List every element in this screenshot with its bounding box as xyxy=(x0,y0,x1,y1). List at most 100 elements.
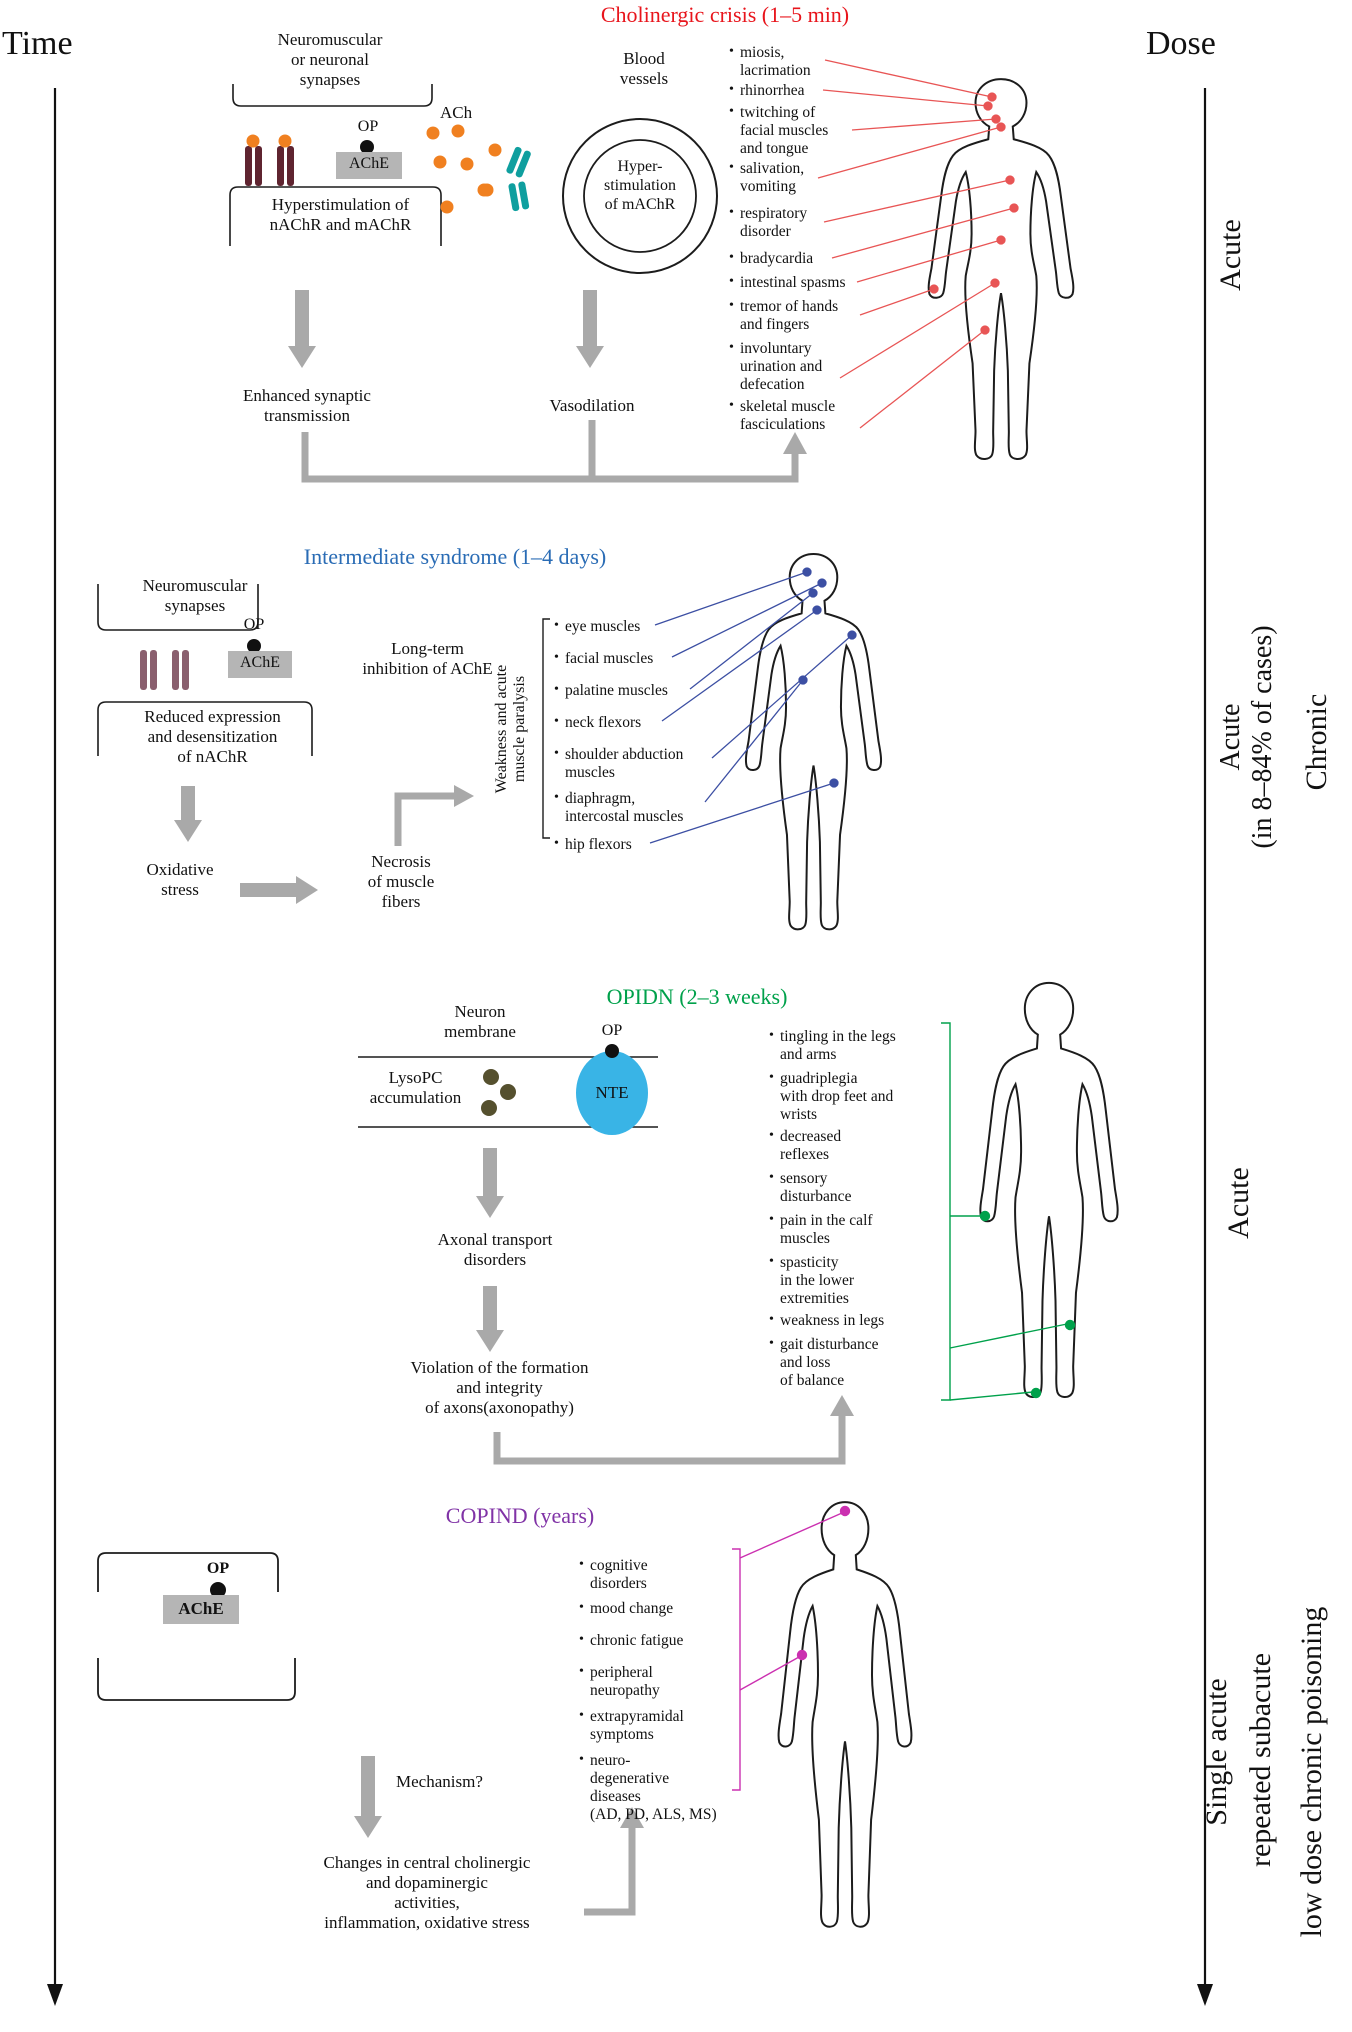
s2-symptom-item: hip flexors xyxy=(553,836,703,854)
s1-machr-label: Hyper- stimulation of mAChR xyxy=(604,158,676,213)
s4-block-arrow xyxy=(354,1756,382,1838)
s2-longterm-label: Long-term inhibition of AChE xyxy=(362,639,493,679)
s4-symptom-item: cognitive disorders xyxy=(578,1557,738,1593)
s3-op-molecule xyxy=(605,1044,619,1058)
s3-axonal-label: Axonal transport disorders xyxy=(437,1230,553,1270)
s2-synapses-label: Neuromuscular synapses xyxy=(142,576,248,616)
s3-symptom-item: weakness in legs xyxy=(768,1312,923,1330)
s3-nte-protein xyxy=(576,1051,648,1135)
s2-oxidative-label: Oxidative stress xyxy=(146,860,214,900)
body-figure-opidn xyxy=(979,981,1119,1399)
s3-lysopc-molecules xyxy=(481,1069,516,1116)
time-axis-arrow xyxy=(47,88,63,2006)
s2-symptom-item: eye muscles xyxy=(553,618,703,636)
s1-synapse-brackets xyxy=(229,84,442,246)
s2-symptom-item: facial muscles xyxy=(553,650,703,668)
s1-symptom-item: intestinal spasms xyxy=(728,274,878,292)
s2-ache-box xyxy=(228,651,292,678)
body-figure-cholinergic xyxy=(927,78,1075,461)
s1-nachr-receptors xyxy=(245,146,294,186)
s2-reduced-label: Reduced expression and desensitization o… xyxy=(144,707,281,767)
s3-symptom-item: decreased reflexes xyxy=(768,1128,923,1164)
s1-blood-vessels-label: Blood vessels xyxy=(619,49,669,89)
s2-nachr-receptors xyxy=(140,650,189,690)
s3-symptom-item: pain in the calf muscles xyxy=(768,1212,923,1248)
s1-title: Cholinergic crisis (1–5 min) xyxy=(600,2,850,27)
s1-ache-box xyxy=(336,152,402,179)
s4-symptom-item: chronic fatigue xyxy=(578,1632,738,1650)
s2-synapse-brackets xyxy=(97,584,313,756)
s4-mechanism-label: Mechanism? xyxy=(396,1772,483,1791)
s2-weakness-axis-label: Weakness and acute muscle paralysis xyxy=(493,664,529,794)
s3-title: OPIDN (2–3 weeks) xyxy=(606,984,788,1009)
s3-connector-arrow xyxy=(493,1395,854,1465)
s1-vasodilation-label: Vasodilation xyxy=(549,396,635,415)
s2-block-arrows xyxy=(174,786,318,904)
s4-ache-box xyxy=(163,1595,239,1624)
s1-blood-vessel xyxy=(562,118,718,274)
s1-ach-molecules xyxy=(246,124,502,214)
s4-ache-label: AChE xyxy=(178,1599,224,1618)
dose-label-repeated-subacute: repeated subacute xyxy=(1244,1652,1277,1868)
s4-changes-label: Changes in central cholinergic and dopam… xyxy=(323,1853,531,1933)
s1-symptom-item: bradycardia xyxy=(728,250,878,268)
s1-symptom-item: twitching of facial muscles and tongue xyxy=(728,104,878,158)
s4-title: COPIND (years) xyxy=(445,1503,595,1528)
s1-symptom-item: rhinorrhea xyxy=(728,82,878,100)
dose-axis-label: Dose xyxy=(1146,25,1216,62)
s3-symptom-item: gait disturbance and loss of balance xyxy=(768,1336,923,1390)
s4-symptom-item: mood change xyxy=(578,1600,738,1618)
s3-nte-label: NTE xyxy=(595,1083,629,1102)
s1-block-arrows xyxy=(288,290,604,368)
s1-symptom-item: skeletal muscle fasciculations xyxy=(728,398,878,434)
s2-connector-arrow xyxy=(394,785,474,846)
s2-symptom-item: palatine muscles xyxy=(553,682,703,700)
s1-symptom-item: respiratory disorder xyxy=(728,205,878,241)
dose-label-low-dose-chronic: low dose chronic poisoning xyxy=(1295,1606,1328,1938)
s4-symptom-item: extrapyramidal symptoms xyxy=(578,1708,738,1744)
s1-ache-label: AChE xyxy=(349,155,389,172)
s2-symptom-item: neck flexors xyxy=(553,714,703,732)
s3-symptom-callouts xyxy=(941,1022,1076,1401)
s2-symptom-bracket xyxy=(542,618,550,839)
s1-connector-arrow xyxy=(301,420,807,483)
s3-symptom-item: guadriplegia with drop feet and wrists xyxy=(768,1070,923,1124)
s3-neuron-membrane-label: Neuron membrane xyxy=(444,1002,516,1042)
s1-enhanced-label: Enhanced synaptic transmission xyxy=(243,386,371,426)
s1-op-label: OP xyxy=(357,118,379,135)
s3-block-arrows xyxy=(476,1148,504,1352)
time-axis-label: Time xyxy=(2,25,73,62)
s2-necrosis-label: Necrosis of muscle fibers xyxy=(367,852,435,912)
s4-op-molecule xyxy=(210,1582,226,1598)
s3-op-label: OP xyxy=(601,1022,623,1039)
s1-symptom-item: tremor of hands and fingers xyxy=(728,298,878,334)
s2-ache-label: AChE xyxy=(240,654,280,671)
dose-label-acute-cases: Acute (in 8–84% of cases) xyxy=(1215,625,1279,849)
s4-symptom-item: peripheral neuropathy xyxy=(578,1664,738,1700)
dose-label-acute-2: Acute xyxy=(1222,1167,1255,1239)
s4-op-label: OP xyxy=(206,1560,230,1577)
s1-hyperstimulation-label: Hyperstimulation of nAChR and mAChR xyxy=(269,195,412,235)
body-figure-copind xyxy=(777,1501,913,1928)
s1-synapses-label: Neuromuscular or neuronal synapses xyxy=(277,30,383,90)
s1-symptom-item: involuntary urination and defecation xyxy=(728,340,878,394)
dose-axis-arrow xyxy=(1197,88,1213,2006)
dose-label-acute-1: Acute xyxy=(1214,219,1247,291)
s3-symptom-item: tingling in the legs and arms xyxy=(768,1028,923,1064)
s2-op-label: OP xyxy=(243,616,265,633)
s2-op-molecule xyxy=(247,639,261,653)
s4-synapse-brackets xyxy=(97,1552,296,1701)
s1-symptom-item: salivation, vomiting xyxy=(728,160,878,196)
dose-label-single-acute: Single acute xyxy=(1200,1678,1233,1826)
s2-symptom-callouts xyxy=(649,567,857,844)
s1-machr-receptors xyxy=(506,146,531,212)
s2-symptom-item: shoulder abduction muscles xyxy=(553,746,713,782)
s3-symptom-item: sensory disturbance xyxy=(768,1170,923,1206)
s2-title: Intermediate syndrome (1–4 days) xyxy=(303,544,607,569)
s3-symptom-item: spasticity in the lower extremities xyxy=(768,1254,923,1308)
s1-symptom-item: miosis, lacrimation xyxy=(728,44,878,80)
s2-symptom-item: diaphragm, intercostal muscles xyxy=(553,790,713,826)
s3-violation-label: Violation of the formation and integrity… xyxy=(410,1358,589,1418)
dose-label-chronic: Chronic xyxy=(1300,693,1333,791)
